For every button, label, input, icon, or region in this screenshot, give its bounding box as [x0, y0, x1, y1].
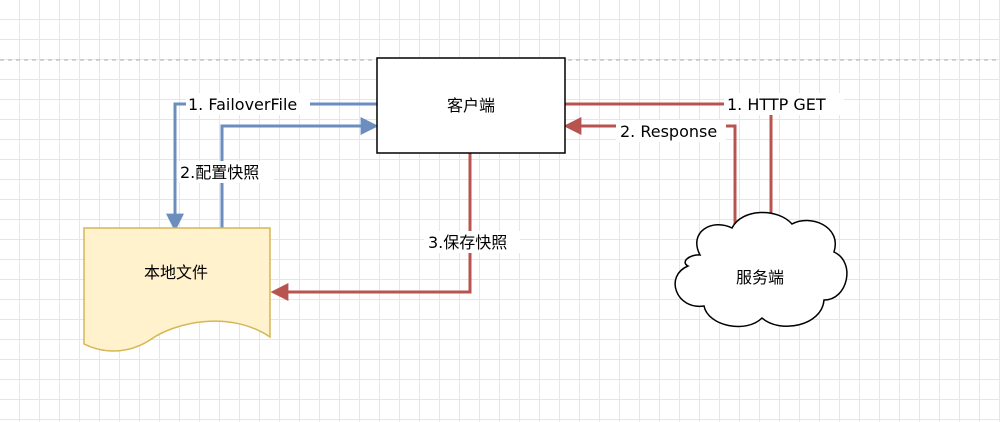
client-node[interactable]: 客户端: [376, 57, 566, 154]
label-save-snapshot-group: 3.保存快照: [424, 231, 520, 253]
label-failover-file: 1. FailoverFile: [188, 95, 297, 114]
label-config-snapshot-group: 2.配置快照: [178, 161, 274, 183]
edge-config-snapshot[interactable]: [220, 117, 379, 228]
label-response: 2. Response: [620, 122, 717, 141]
label-failover-file-group: 1. FailoverFile: [186, 93, 310, 115]
label-save-snapshot: 3.保存快照: [428, 233, 507, 252]
local-file-node[interactable]: 本地文件: [83, 227, 271, 352]
label-response-group: 2. Response: [616, 120, 726, 142]
label-http-get: 1. HTTP GET: [727, 95, 826, 114]
client-label: 客户端: [447, 96, 495, 115]
label-config-snapshot: 2.配置快照: [180, 163, 259, 182]
edge-save-snapshot[interactable]: [270, 153, 472, 301]
local-file-label: 本地文件: [144, 263, 208, 282]
server-node[interactable]: 服务端: [674, 211, 848, 328]
server-label: 服务端: [736, 268, 784, 287]
label-http-get-group: 1. HTTP GET: [724, 93, 844, 115]
